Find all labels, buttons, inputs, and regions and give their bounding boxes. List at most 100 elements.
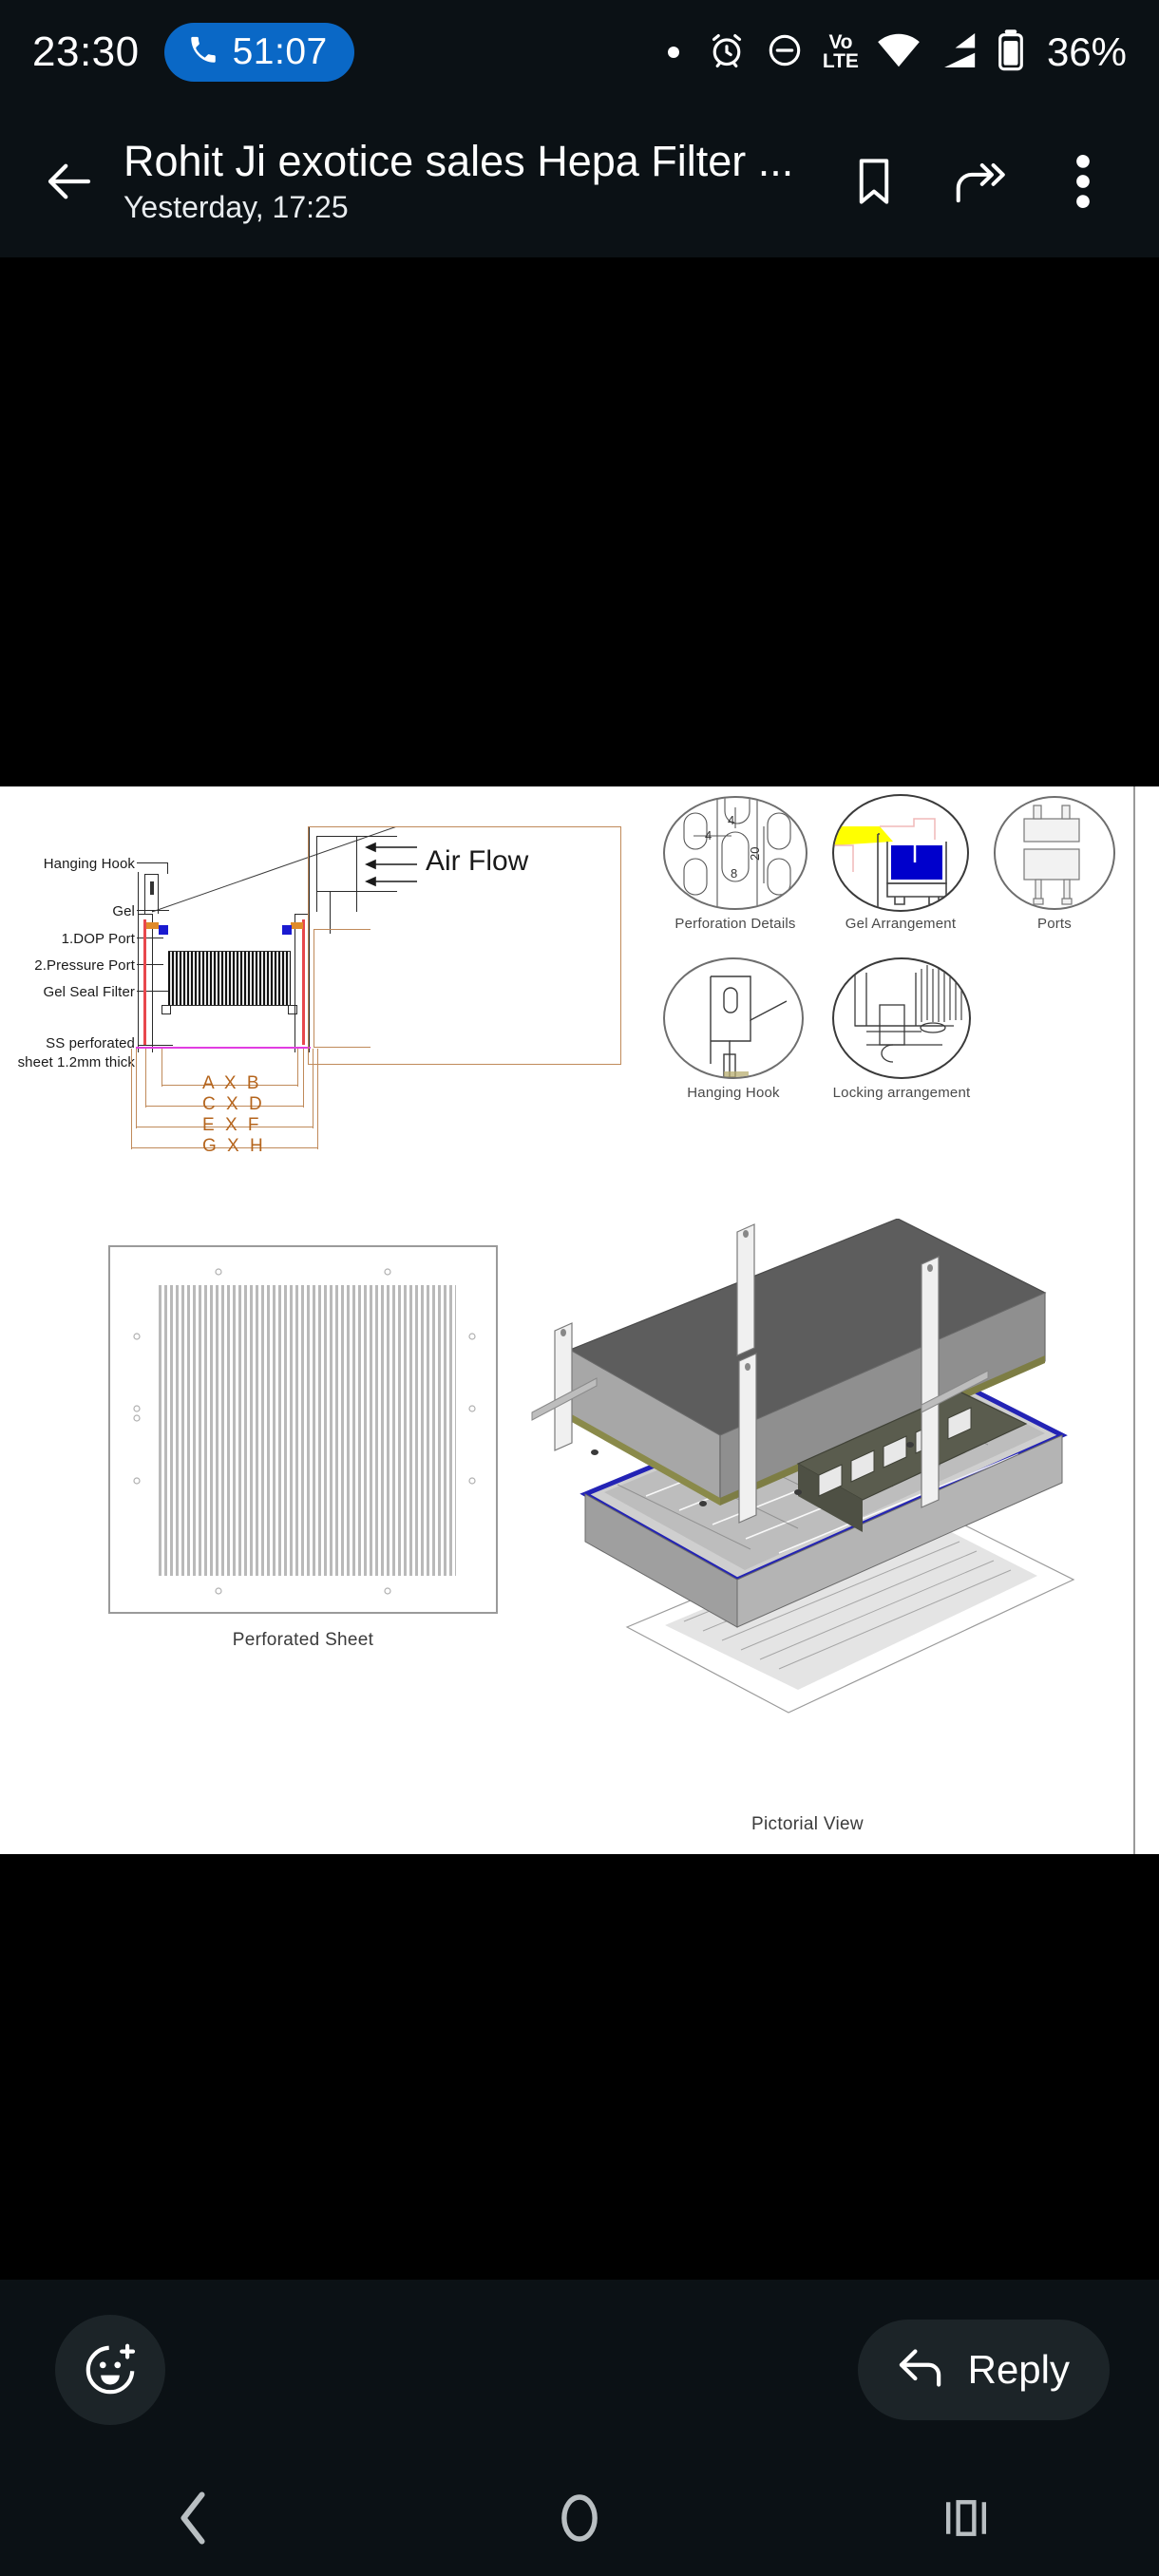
dim-ext-line [136,1049,137,1128]
pleat-edge [168,1005,291,1006]
alarm-clock-icon [707,30,747,75]
phone-icon [187,34,219,71]
leader-line [137,862,167,863]
dimension-c-x-d: C X D [202,1094,265,1114]
back-arrow-icon[interactable] [28,141,110,222]
forward-icon[interactable] [948,151,1009,212]
leader-line [137,910,169,911]
callout-hanging-hook: Hanging Hook [43,856,135,872]
perforation-pattern [156,1285,456,1576]
mounting-holes [133,1268,476,1595]
dim-ext-line [131,1049,132,1149]
drawing-border-line [1133,786,1135,1854]
bookmark-icon[interactable] [844,151,904,212]
perforated-sheet-panel [108,1245,498,1614]
reply-label: Reply [967,2347,1070,2392]
technical-drawing-image[interactable]: Hanging Hook Gel 1.DOP Port 2.Pressure P… [0,786,1159,1854]
callout-gel-seal-filter: Gel Seal Filter [43,984,135,1000]
housing-wall [138,914,153,915]
gel-rail [302,919,305,1045]
status-bar: 23:30 51:07 [0,0,1159,104]
filter-pleat-pack [168,952,291,1005]
battery-percent: 36% [1046,29,1127,74]
nav-back-icon[interactable] [136,2475,250,2561]
detail-perforation-details: 4 4 20 8 [663,796,808,910]
duct-line [316,891,397,892]
pressure-port-fitting [282,925,292,935]
frame-line [308,826,621,827]
volte-top-label: Vo [828,31,853,54]
gel-rail [143,919,146,1045]
svg-text:20: 20 [748,847,762,861]
cellular-signal-icon [939,31,978,74]
callout-sheet-thickness: sheet 1.2mm thick [17,1054,135,1070]
battery-icon [997,28,1025,77]
nav-recents-icon[interactable] [909,2475,1023,2561]
frame-line [620,826,621,1064]
detail-locking-arrangement [832,957,971,1079]
hook-line [158,874,159,914]
hook-line [144,874,145,914]
leader-line [167,862,168,874]
nav-home-icon[interactable] [522,2475,636,2561]
dop-port-fitting [146,922,159,929]
status-clock: 23:30 [32,28,140,75]
duct-line [309,826,310,914]
detail-gel-arrangement [832,794,969,912]
duct-line [316,836,317,912]
frame-line [308,826,309,1064]
dot-indicator-icon [667,47,679,58]
app-bar-actions [844,151,1130,212]
leader-line [139,1045,173,1046]
duct-line [330,891,331,934]
hook-slot [150,881,154,895]
callout-pressure-port: 2.Pressure Port [34,957,135,974]
ongoing-call-chip[interactable]: 51:07 [163,23,354,82]
media-viewer[interactable]: Hanging Hook Gel 1.DOP Port 2.Pressure P… [0,257,1159,2280]
ss-perforated-sheet-line [136,1047,311,1049]
pictorial-view [513,1218,1102,1770]
wifi-icon [877,31,921,74]
pleat-edge [168,951,291,952]
status-icons: Vo LTE 36% [667,28,1127,77]
svg-text:4: 4 [705,828,712,843]
callout-ss-perforated: SS perforated [46,1035,135,1051]
leader-line [137,964,163,965]
dim-ext-line [313,1049,314,1128]
page-subtitle: Yesterday, 17:25 [124,189,349,224]
hook-line [138,872,139,925]
dim-ext-line [317,1049,318,1149]
callout-gel: Gel [112,903,135,919]
app-bar: Rohit Ji exotice sales Hepa Filter ... Y… [0,104,1159,257]
dimension-g-x-h: G X H [202,1136,266,1156]
detail-caption-gel-arrangement: Gel Arrangement [845,916,957,932]
svg-text:4: 4 [728,813,734,827]
system-nav-bar [0,2460,1159,2576]
overflow-menu-icon[interactable] [1053,151,1113,212]
panel-caption-pictorial-view: Pictorial View [751,1814,864,1834]
page-title: Rohit Ji exotice sales Hepa Filter ... [124,138,794,186]
pressure-port-fitting [159,925,168,935]
detail-caption-perforation: Perforation Details [674,916,796,932]
detail-hanging-hook [663,957,804,1079]
dim-ext-line [145,1049,146,1108]
housing-wall [309,914,310,1052]
dimension-a-x-b: A X B [202,1073,262,1093]
detail-caption-ports: Ports [1036,916,1072,932]
hook-line [144,874,158,875]
depth-dim-line [314,929,370,930]
duct-line [356,836,357,912]
detail-caption-locking-arrangement: Locking arrangement [832,1085,971,1101]
frame-line [308,1064,621,1065]
volte-icon: Vo LTE [823,31,859,71]
dop-port-fitting [291,922,303,929]
reply-arrow-icon [894,2343,947,2397]
callout-dop-port: 1.DOP Port [61,931,135,947]
message-action-bar: Reply [0,2280,1159,2460]
dimension-e-x-f: E X F [202,1115,262,1135]
add-reaction-icon[interactable] [55,2315,165,2425]
air-flow-arrows [365,842,422,896]
reply-button[interactable]: Reply [857,2320,1110,2420]
housing-wall [152,914,153,1052]
